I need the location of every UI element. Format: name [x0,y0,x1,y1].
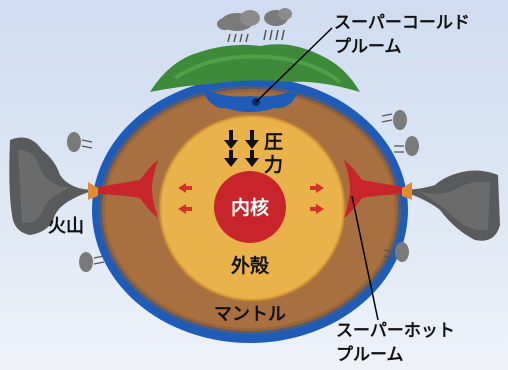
right-super-hot-plume [344,160,408,218]
super-hot-plume-label-line2: プルーム [336,344,404,365]
rain-cloud-icon [381,110,407,130]
land-surface [150,44,360,92]
rain-cloud-icon [67,132,93,152]
inner-core [214,171,286,243]
outer-core-label: 外殻 [231,254,270,277]
super-cold-plume-label-line1: スーパーコールド [334,13,470,33]
pressure-label-char1: 圧 [264,131,283,153]
super-cold-plume [204,91,298,112]
rain-cloud-icon [394,136,419,156]
left-super-hot-plume [92,160,158,218]
rain-cloud-icon [263,8,292,41]
outward-arrow-icon [310,183,324,193]
rain-cloud-icon [217,10,260,43]
mantle-label: マントル [214,304,286,325]
left-volcano-vent [88,182,98,200]
right-smoke-plume [398,170,500,241]
outward-arrow-icon [178,204,192,214]
right-volcano-vent [402,182,412,200]
down-arrow-icon [224,130,238,167]
outward-arrow-icon [178,183,192,193]
super-cold-plume-leader-line [255,27,333,103]
outward-arrow-icon [310,204,324,214]
inner-core-label: 内核 [231,196,269,219]
super-hot-plume-label-line1: スーパーホット [336,321,455,341]
left-smoke-plume [9,137,95,235]
super-hot-plume-leader-line [351,195,379,321]
down-arrow-icon [245,130,259,167]
pressure-label-char2: 力 [264,153,283,176]
super-cold-plume-label-line2: プルーム [334,36,402,57]
rain-cloud-icon [383,242,409,262]
volcano-label: 火山 [48,216,84,237]
rain-cloud-icon [79,252,105,272]
